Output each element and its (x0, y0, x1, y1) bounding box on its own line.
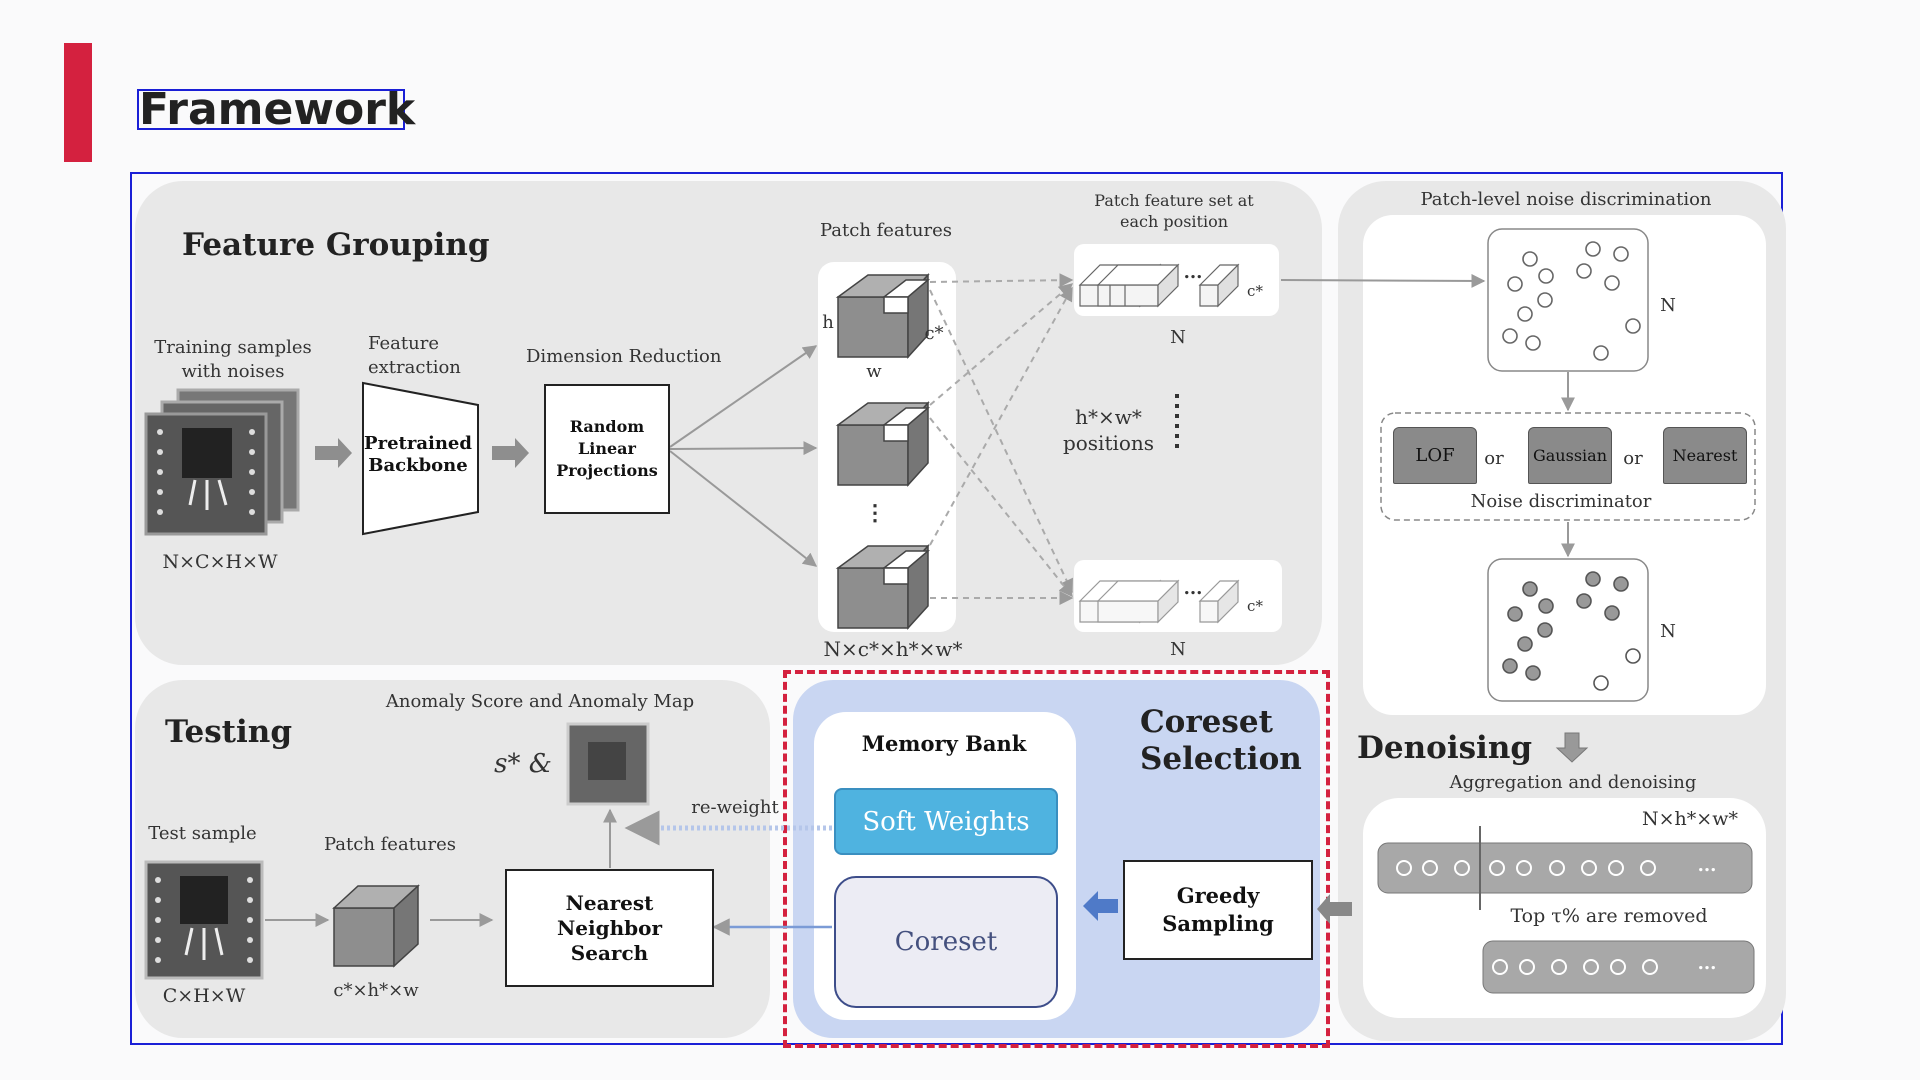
arrow-to-coreset (1083, 891, 1118, 921)
training-images-icon (144, 388, 300, 536)
feature-set-top-n: N (1170, 327, 1186, 348)
nearest-neighbor-box: Nearest Neighbor Search (505, 869, 714, 987)
cloud-top-n: N (1660, 295, 1676, 316)
test-sample-label: Test sample (148, 823, 257, 844)
aggregation-dots-top: ... (1697, 855, 1717, 876)
nearest-box: Nearest (1663, 427, 1747, 484)
test-patch-features-label: Patch features (323, 834, 457, 855)
cubes-vdots: ⋮ (864, 500, 886, 526)
coreset-dashed-border (783, 670, 1330, 1048)
arrow-to-projection (492, 438, 529, 468)
test-sample-image (144, 860, 264, 980)
or-label-1: or (1484, 448, 1504, 469)
score-label: s* & (494, 749, 552, 779)
reweight-label: re-weight (691, 797, 779, 818)
top-removed-label: Top τ% are removed (1510, 905, 1708, 927)
patch-cubes (835, 273, 931, 630)
greedy-sampling-box: Greedy Sampling (1123, 860, 1313, 960)
slide-title: Framework (137, 84, 416, 135)
feature-extraction-label: Feature extraction (368, 333, 461, 378)
cube-w-label: w (866, 361, 882, 382)
feature-set-bottom-dots: ... (1183, 578, 1203, 599)
feature-set-top-dots: ... (1183, 262, 1203, 283)
patch-dims-label: N×c*×h*×w* (823, 637, 963, 661)
coreset-selection-heading: Coreset Selection (1140, 704, 1302, 777)
anomaly-label: Anomaly Score and Anomaly Map (385, 691, 695, 712)
test-dims-label: C×H×W (162, 985, 246, 1007)
feature-set-label: Patch feature set at each position (1094, 191, 1254, 231)
feature-set-slabs-bottom (1078, 579, 1240, 624)
test-patch-dims-label: c*×h*×w (333, 980, 419, 1001)
feature-set-top-c: c* (1247, 282, 1263, 300)
patch-features-label: Patch features (819, 220, 953, 241)
aggregation-dots-bottom: ... (1697, 953, 1717, 974)
feature-set-bottom-n: N (1170, 639, 1186, 660)
cloud-bottom-n: N (1660, 621, 1676, 642)
lof-box: LOF (1393, 427, 1477, 484)
or-label-2: or (1623, 448, 1643, 469)
down-arrow-denoise (1555, 732, 1589, 763)
positions-label: h*×w* positions (1062, 405, 1155, 455)
denoising-heading: Denoising (1357, 730, 1533, 766)
noise-discrimination-heading: Patch-level noise discrimination (1420, 189, 1712, 210)
coreset-box: Coreset (834, 876, 1058, 1008)
feature-grouping-heading: Feature Grouping (182, 227, 490, 263)
feature-set-bottom-c: c* (1247, 597, 1263, 615)
noise-discriminator-label: Noise discriminator (1470, 491, 1652, 512)
aggregation-bar-kept (1482, 940, 1755, 994)
aggregation-label: Aggregation and denoising (1449, 772, 1697, 793)
arrow-to-backbone (315, 438, 352, 468)
training-dims-label: N×C×H×W (162, 551, 278, 573)
arrow-to-greedy (1317, 894, 1352, 924)
discriminator-box (1380, 412, 1756, 521)
gaussian-box: Gaussian (1528, 427, 1612, 484)
memory-bank-label: Memory Bank (861, 731, 1027, 756)
testing-heading: Testing (165, 714, 292, 750)
random-projections-box: Random Linear Projections (544, 384, 670, 514)
accent-bar (64, 43, 92, 162)
cube-h-label: h (822, 312, 834, 333)
backbone-trapezoid (362, 381, 479, 536)
denoising-dims: N×h*×w* (1642, 808, 1738, 830)
feature-set-slabs-top (1078, 263, 1240, 308)
dimension-reduction-label: Dimension Reduction (526, 346, 722, 367)
cube-c-label: c* (924, 323, 944, 344)
soft-weights-box: Soft Weights (834, 788, 1058, 855)
training-samples-label: Training samples with noises (154, 337, 312, 382)
test-patch-cube (332, 884, 420, 968)
pretrained-backbone: Pretrained Backbone (364, 433, 472, 476)
